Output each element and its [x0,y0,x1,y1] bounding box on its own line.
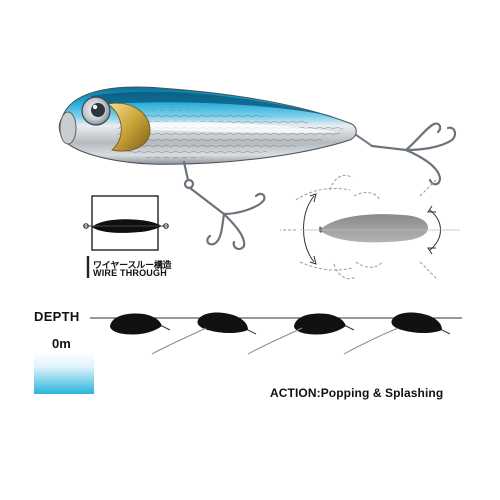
depth-label: DEPTH [34,309,80,324]
wire-through-label: WIRE THROUGH [93,268,167,278]
wire-ring-rear [163,223,169,229]
lure-pupil-shine [92,104,98,110]
lure-pupil [91,103,105,117]
depth-action-chart [34,312,462,394]
wire-through-diagram [83,195,169,278]
action-label: ACTION:Popping & Splashing [270,386,444,400]
splash-sketch [280,174,437,280]
popping-action-sketch [280,174,460,280]
wire-through-frame [91,195,159,251]
surface-depth-label: 0m [52,336,71,351]
gill-plate [107,102,151,152]
cupped-face [59,111,77,145]
popper-silhouette [391,312,451,335]
body-highlight [150,121,340,133]
treble-hook-icon [370,122,457,186]
dorsal-stripe [90,91,340,118]
ghost-lure-body [322,214,428,243]
popper-silhouette [110,313,171,335]
depth-gradient-bar [34,352,94,394]
motion-arc-left [303,193,317,265]
popper-lure-photo [58,86,373,165]
retrieve-path [151,327,399,355]
popper-silhouette [294,313,355,335]
wire-through-label-jp: ワイヤースルー構造 [93,261,172,271]
treble-hook-icon [182,160,266,251]
popper-silhouette [197,312,257,335]
wire-ring-front [83,223,89,229]
